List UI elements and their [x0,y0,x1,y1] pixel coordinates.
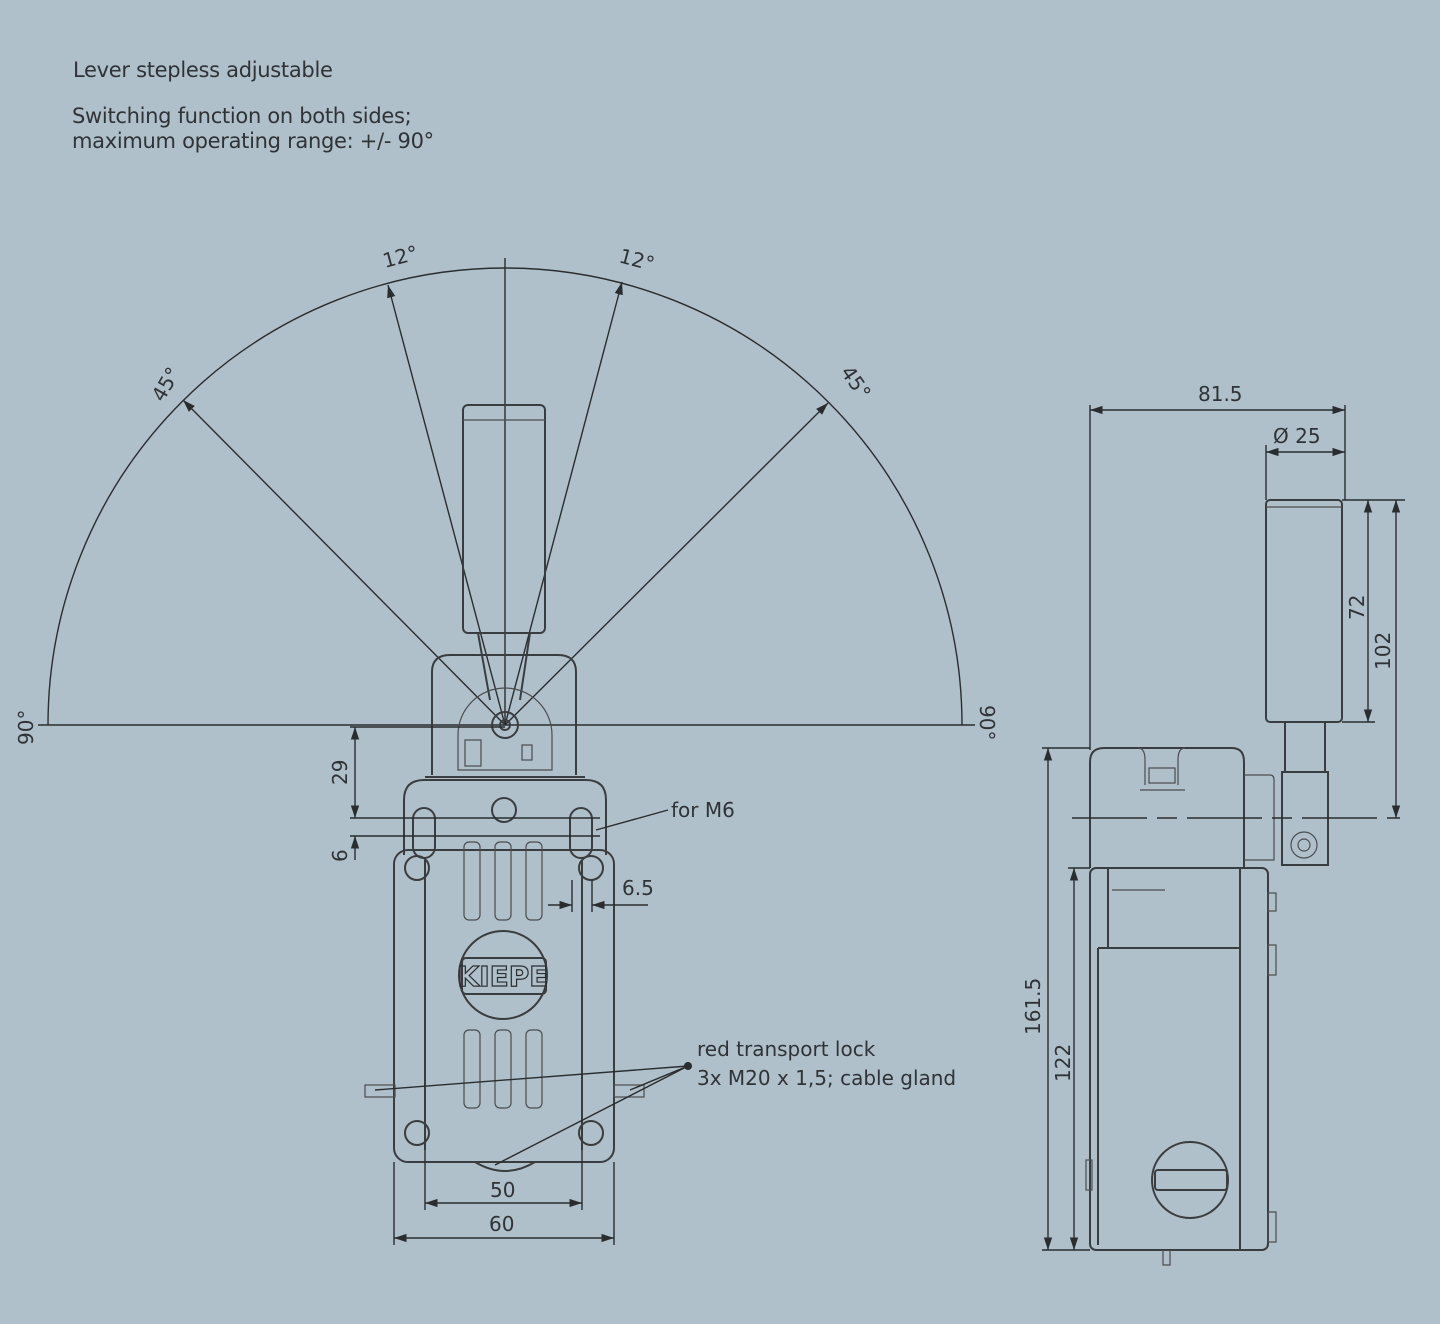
dim-72: 72 [1345,595,1369,620]
angle-label-90-left: 90° [14,710,38,745]
dim-60: 60 [489,1212,514,1236]
angle-label-45-right: 45° [836,361,876,404]
side-view: 81.5 Ø 25 72 102 161.5 122 [1021,382,1405,1266]
dim-29: 29 [328,760,352,785]
note-transport-lock: red transport lock [697,1037,876,1061]
dim-6: 6 [328,849,352,862]
angle-label-12-right: 12° [617,244,657,276]
dim-161-5: 161.5 [1021,978,1045,1035]
angle-label-90-right: 90° [975,705,999,740]
dim-50: 50 [490,1178,515,1202]
front-view: KIEPE 12° 12° 45° 45° 90° 90° 29 6 6. [14,240,999,1245]
dim-102: 102 [1371,632,1395,670]
dim-diameter-25: Ø 25 [1273,424,1321,448]
description-line-1: Switching function on both sides; [72,104,412,128]
note-for-m6: for M6 [671,798,735,822]
angle-label-45-left: 45° [147,363,186,406]
dim-81-5: 81.5 [1198,382,1243,406]
dim-122: 122 [1051,1044,1075,1082]
angle-label-12-left: 12° [380,240,420,272]
description-line-2: maximum operating range: +/- 90° [72,129,434,153]
note-cable-gland: 3x M20 x 1,5; cable gland [697,1066,956,1090]
logo-text: KIEPE [458,960,549,993]
drawing-title: Lever stepless adjustable [73,58,333,82]
dim-6-5: 6.5 [622,876,654,900]
